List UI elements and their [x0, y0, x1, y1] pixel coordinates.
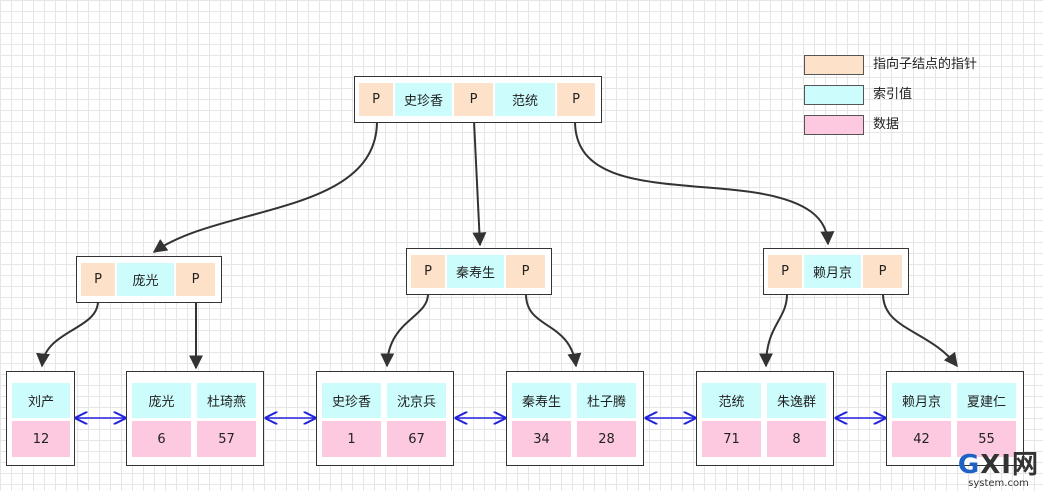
leaf-1-key-1: 庞光 — [132, 383, 191, 418]
edge-left-p1-to-leaf0 — [36, 300, 99, 368]
internal-left-pointer-2: P — [176, 263, 215, 296]
leaf-3-key-1: 秦寿生 — [512, 383, 571, 418]
leaf-node-1: 庞光 杜琦燕 6 57 — [126, 371, 264, 466]
leaf-node-0: 刘产 12 — [6, 371, 75, 466]
watermark-g: G — [957, 450, 981, 480]
leaf-1-value-1: 6 — [132, 421, 191, 457]
legend-key-swatch — [804, 85, 864, 105]
leaf-1-key-2: 杜琦燕 — [197, 383, 256, 418]
leaf-5-value-2: 55 — [957, 421, 1016, 457]
legend-key-label: 索引值 — [873, 87, 913, 102]
leaf-4-key-1: 范统 — [702, 383, 761, 418]
internal-right-pointer-2: P — [863, 255, 902, 288]
internal-left-key-1: 庞光 — [117, 263, 174, 296]
internal-mid-key-1: 秦寿生 — [447, 255, 504, 288]
leaf-5-key-1: 赖月京 — [892, 383, 951, 418]
legend-pointer-swatch — [804, 55, 864, 75]
edge-root-p3-to-right — [574, 120, 835, 246]
leaf-node-2: 史珍香 沈京兵 1 67 — [316, 371, 454, 466]
leaf-4-value-2: 8 — [767, 421, 826, 457]
internal-node-mid: P 秦寿生 P — [406, 248, 552, 295]
root-node: P 史珍香 P 范统 P — [354, 76, 602, 123]
leaf-2-key-2: 沈京兵 — [387, 383, 446, 418]
root-pointer-3: P — [557, 83, 595, 116]
leaf-1-value-2: 57 — [197, 421, 256, 457]
leaf-5-key-2: 夏建仁 — [957, 383, 1016, 418]
leaf-node-5: 赖月京 夏建仁 42 55 — [886, 371, 1024, 466]
leaf-3-value-2: 28 — [577, 421, 636, 457]
watermark-logo: GXI网 system.com — [958, 452, 1039, 489]
edge-root-p2-to-mid — [472, 120, 487, 247]
leaf-4-value-1: 71 — [702, 421, 761, 457]
edge-right-p1-to-leaf4 — [759, 293, 788, 368]
legend-data-label: 数据 — [873, 117, 900, 132]
watermark-sub: system.com — [968, 478, 1029, 489]
leaf-2-value-1: 1 — [322, 421, 381, 457]
root-pointer-2: P — [454, 83, 493, 116]
internal-left-pointer-1: P — [81, 263, 115, 296]
leaf-2-value-2: 67 — [387, 421, 446, 457]
edge-mid-p1-to-leaf2 — [380, 293, 429, 368]
leaf-4-key-2: 朱逸群 — [767, 383, 826, 418]
internal-mid-pointer-1: P — [411, 255, 445, 288]
leaf-3-value-1: 34 — [512, 421, 571, 457]
edge-root-p1-to-left — [152, 120, 378, 253]
leaf-3-key-2: 杜子腾 — [577, 383, 636, 418]
legend-pointer-label: 指向子结点的指针 — [873, 57, 978, 72]
watermark-main: XI网 — [980, 450, 1039, 480]
edge-right-p2-to-leaf5 — [882, 293, 958, 368]
leaf-node-3: 秦寿生 杜子腾 34 28 — [506, 371, 644, 466]
leaf-2-key-1: 史珍香 — [322, 383, 381, 418]
edge-mid-p2-to-leaf3 — [525, 293, 582, 368]
internal-mid-pointer-2: P — [506, 255, 545, 288]
internal-node-right: P 赖月京 P — [763, 248, 909, 295]
leaf-node-4: 范统 朱逸群 71 8 — [696, 371, 834, 466]
internal-right-pointer-1: P — [768, 255, 802, 288]
root-key-2: 范统 — [495, 83, 555, 116]
root-pointer-1: P — [359, 83, 393, 116]
internal-right-key-1: 赖月京 — [804, 255, 861, 288]
leaf-0-value-1: 12 — [12, 421, 70, 457]
internal-node-left: P 庞光 P — [76, 256, 222, 303]
legend-data-swatch — [804, 115, 864, 135]
leaf-0-key-1: 刘产 — [12, 383, 70, 418]
leaf-5-value-1: 42 — [892, 421, 951, 457]
root-key-1: 史珍香 — [395, 83, 452, 116]
